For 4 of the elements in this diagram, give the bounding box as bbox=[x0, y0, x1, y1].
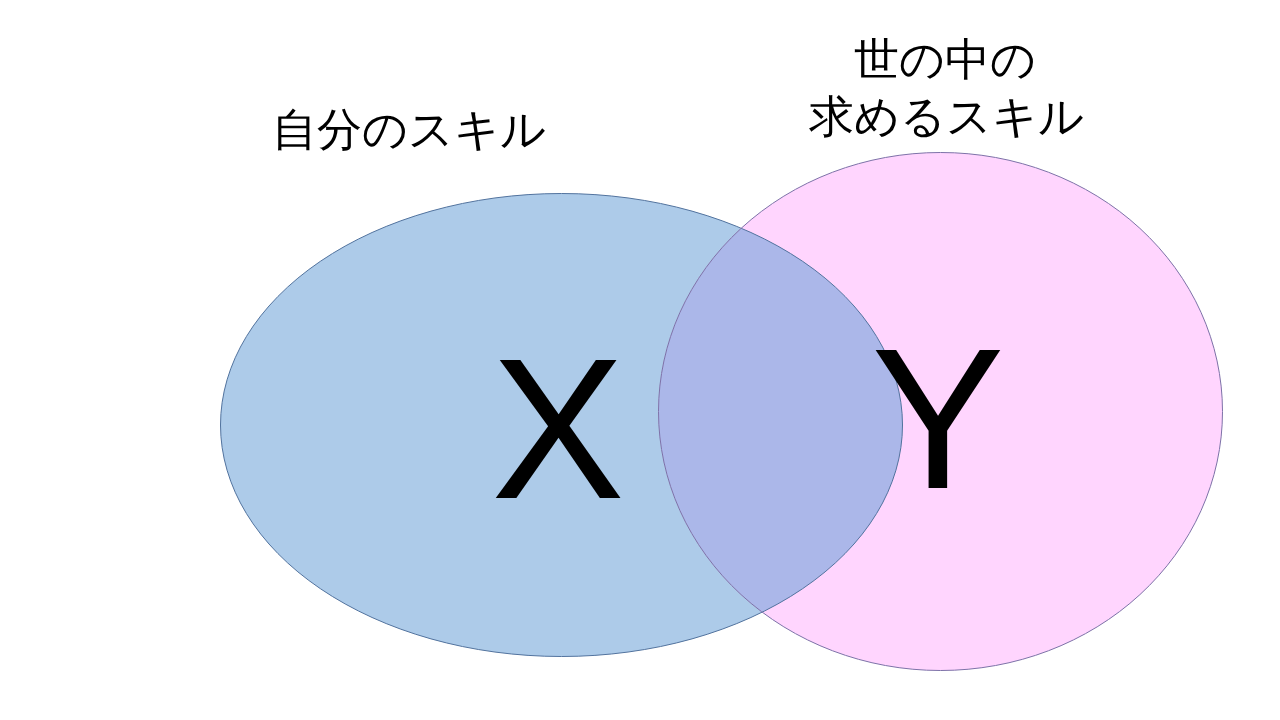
set-letter: X bbox=[491, 329, 625, 529]
set-heading: 自分のスキル bbox=[272, 106, 546, 154]
set-letter: Y bbox=[871, 319, 1005, 519]
set-heading: 世の中の求めるスキル bbox=[809, 32, 1085, 145]
